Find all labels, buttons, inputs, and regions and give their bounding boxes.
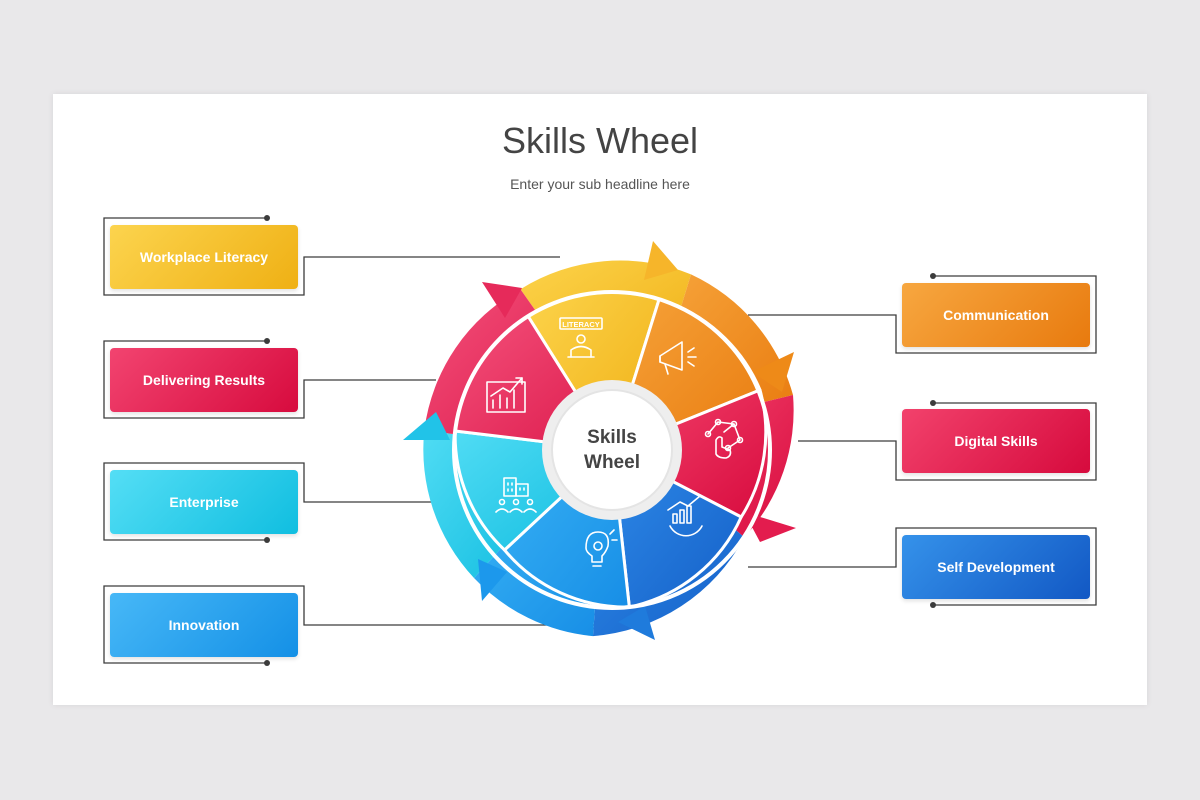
- label-digital-skills[interactable]: Digital Skills: [902, 409, 1090, 473]
- center-label-line1: Skills: [587, 427, 637, 448]
- center-label-line2: Wheel: [584, 452, 640, 473]
- label-communication[interactable]: Communication: [902, 283, 1090, 347]
- svg-text:LITERACY: LITERACY: [562, 320, 600, 329]
- ring-arrowheads: [403, 241, 796, 640]
- page-subtitle: Enter your sub headline here: [510, 176, 690, 192]
- page-title: Skills Wheel: [501, 120, 699, 161]
- center-label: Skills Wheel: [552, 390, 672, 510]
- label-delivering-results[interactable]: Delivering Results: [110, 348, 298, 412]
- label-innovation[interactable]: Innovation: [110, 593, 298, 657]
- megaphone-icon: [659, 341, 697, 375]
- connector-lines: [103, 217, 1097, 664]
- label-workplace-literacy[interactable]: Workplace Literacy: [110, 225, 298, 289]
- label-enterprise[interactable]: Enterprise: [110, 470, 298, 534]
- connector-dots: [264, 215, 936, 666]
- touch-network-icon: [704, 418, 744, 459]
- label-self-development[interactable]: Self Development: [902, 535, 1090, 599]
- chart-gear-icon: [667, 495, 703, 537]
- growth-chart-icon: [486, 377, 526, 413]
- center-disc: [551, 389, 673, 511]
- literacy-reader-icon: LITERACY: [559, 317, 603, 358]
- lightbulb-gears-icon: [585, 529, 618, 567]
- buildings-people-icon: [495, 477, 537, 513]
